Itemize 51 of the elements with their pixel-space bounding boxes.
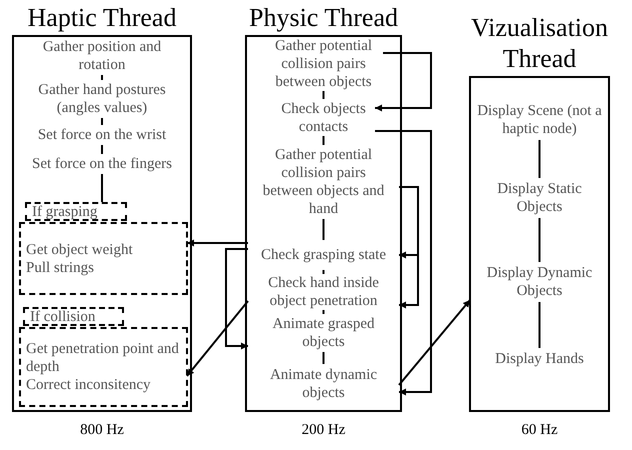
condition-box (19, 222, 188, 295)
step-text: Set force on the fingers (14, 154, 190, 174)
arrow (375, 130, 432, 396)
step-text: Display Static Objects (471, 178, 608, 218)
arrow (187, 240, 248, 246)
step-text: If grasping (32, 202, 98, 220)
connector-line (538, 302, 540, 348)
step-text: Gather potential collision pairs between objects and hand (247, 145, 400, 219)
step-text: Get object weight (26, 240, 133, 258)
connector-line (101, 145, 103, 154)
step-text: Display Scene (not a haptic node) (471, 100, 608, 140)
connector-line (101, 75, 103, 80)
step-text: Pull strings (26, 258, 94, 276)
connector-line (538, 218, 540, 262)
arrow (186, 300, 249, 377)
step-text: Display Hands (471, 348, 608, 370)
arrow (375, 52, 432, 112)
step-text: Gather hand postures (angles values) (14, 80, 190, 118)
step-text: Set force on the wrist (14, 125, 190, 145)
condition-box (23, 307, 124, 326)
condition-box (19, 327, 188, 407)
step-text: Correct inconsitency (26, 376, 151, 394)
frequency-label: 60 Hz (520, 422, 559, 439)
connector-line (322, 270, 324, 274)
step-text: Animate dynamic objects (247, 364, 400, 404)
step-text: If collision (30, 308, 96, 326)
frequency-label: 200 Hz (300, 422, 346, 439)
connector-line (322, 136, 324, 145)
arrow (398, 299, 471, 386)
connector-line (538, 140, 540, 178)
connector-line (322, 219, 324, 240)
step-text: Get penetration point and depth (26, 340, 180, 376)
connector-line (101, 174, 103, 202)
connector-line (101, 118, 103, 125)
step-text: Gather potential collision pairs between objects (263, 37, 384, 91)
step-text: Check objects contacts (271, 99, 376, 136)
connector-line (322, 310, 324, 314)
step-text: Display Dynamic Objects (471, 262, 608, 302)
thread-title: Vizualisation Thread (470, 12, 610, 74)
thread-title: Physic Thread (248, 2, 399, 33)
step-text: Animate grasped objects (247, 314, 400, 352)
arrow (399, 186, 419, 308)
frequency-label: 800 Hz (79, 422, 125, 439)
arrow (225, 248, 248, 350)
connector-line (322, 91, 324, 99)
step-text: Check grasping state (247, 240, 400, 270)
thread-title: Haptic Thread (26, 2, 178, 33)
step-text: Gather position and rotation (14, 37, 190, 75)
step-text: Check hand inside object penetration (247, 274, 400, 310)
connector-line (322, 352, 324, 364)
condition-box (25, 202, 127, 221)
